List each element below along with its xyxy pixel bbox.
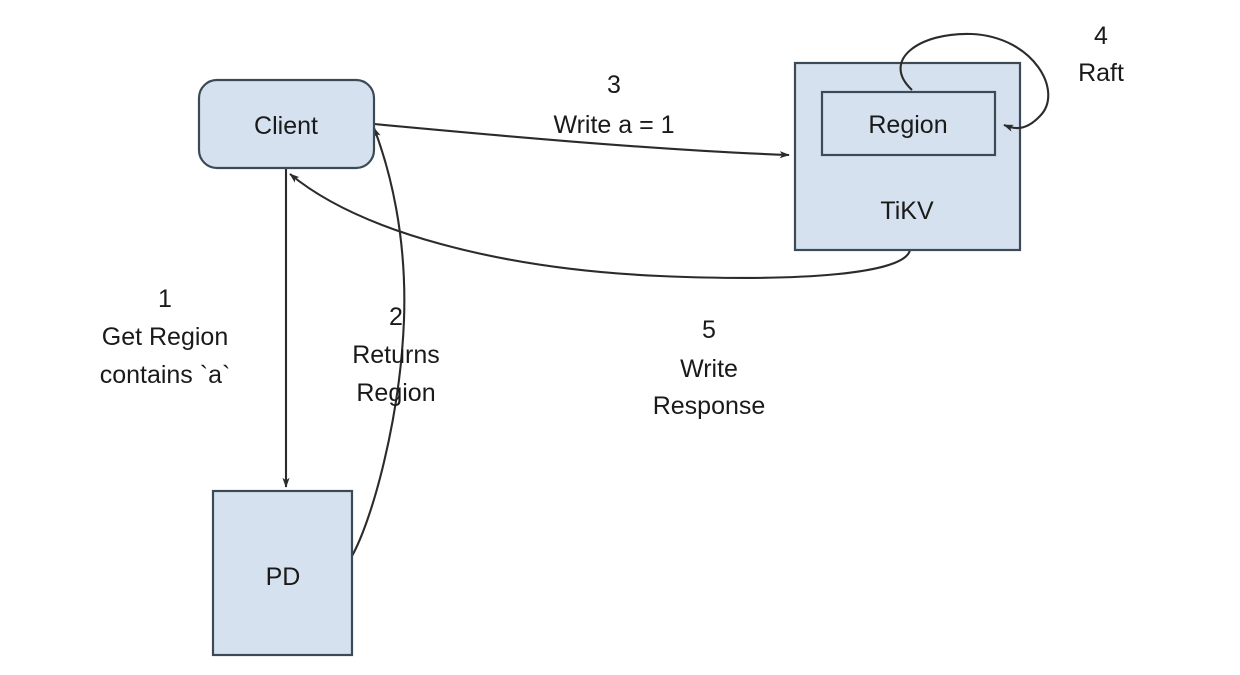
- region-box[interactable]: [820, 90, 997, 157]
- edge-1-label-line-3: contains `a`: [100, 361, 231, 389]
- node-client[interactable]: Client: [197, 78, 376, 170]
- pd-label: PD: [266, 563, 301, 591]
- edge-2-label-line-1: 2: [389, 303, 403, 331]
- edge-2-label-line-3: Region: [356, 379, 435, 407]
- edge-5-label-line-2: Write: [680, 355, 738, 383]
- pd-box[interactable]: [211, 489, 354, 657]
- edge-3-label: 3 Write a = 1: [553, 71, 674, 139]
- edge-2-returns-region: [351, 127, 406, 557]
- region-label: Region: [868, 111, 947, 139]
- edge-5-label-line-1: 5: [702, 316, 716, 344]
- edge-2-label-line-2: Returns: [352, 341, 440, 369]
- edge-3-label-line-2: Write a = 1: [553, 111, 674, 139]
- edge-5-write-response: [289, 173, 912, 279]
- client-label: Client: [254, 112, 318, 140]
- edge-4-label: 4 Raft: [1078, 22, 1124, 87]
- edge-1-label: 1 Get Region contains `a`: [100, 285, 231, 389]
- edge-3-write-a-1: [373, 122, 790, 159]
- node-pd[interactable]: PD: [211, 489, 354, 657]
- client-box[interactable]: [197, 78, 376, 170]
- edge-3-label-line-1: 3: [607, 71, 621, 99]
- edge-1-label-line-1: 1: [158, 285, 172, 313]
- edge-1-label-line-2: Get Region: [102, 323, 228, 351]
- edge-2-path: [351, 127, 406, 557]
- edge-4-label-line-1: 4: [1094, 22, 1108, 50]
- edge-4-raft: [899, 32, 1050, 132]
- edge-2-label: 2 Returns Region: [352, 303, 440, 407]
- edge-5-label-line-3: Response: [653, 392, 766, 420]
- edge-5-path: [289, 173, 912, 279]
- edge-3-path: [373, 122, 790, 159]
- edge-4-path: [899, 32, 1050, 132]
- edge-4-label-line-2: Raft: [1078, 59, 1124, 87]
- tikv-label: TiKV: [880, 197, 934, 225]
- edge-5-label: 5 Write Response: [653, 316, 766, 420]
- node-region[interactable]: Region: [820, 90, 997, 157]
